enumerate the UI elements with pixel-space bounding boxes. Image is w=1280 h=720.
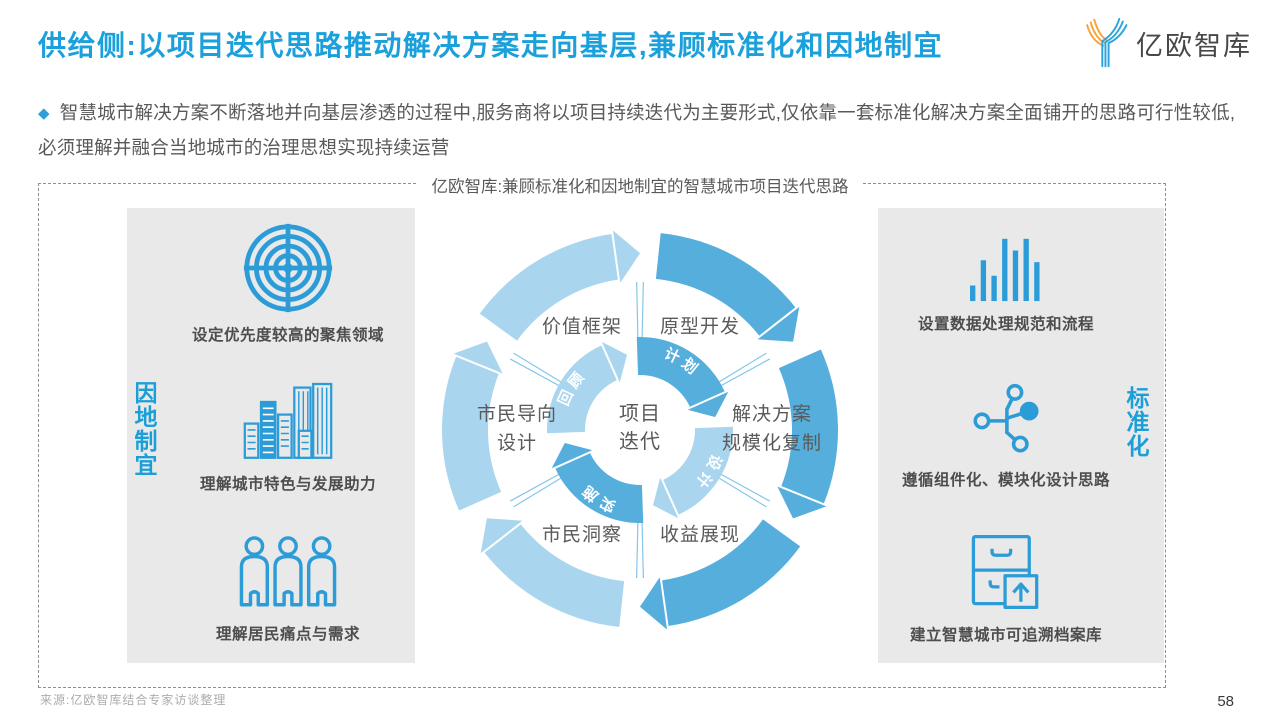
archive-cabinet-icon bbox=[966, 530, 1046, 614]
eo-logo-text: 亿欧智库 bbox=[1136, 30, 1252, 61]
panel-item-label: 建立智慧城市可追溯档案库 bbox=[909, 626, 1102, 644]
stage-label-prototype: 原型开发 bbox=[659, 316, 741, 338]
stage-label-solution-replication: 解决方案 规模化复制 bbox=[721, 404, 823, 454]
panel-item-label: 设置数据处理规范和流程 bbox=[917, 316, 1094, 334]
intro-paragraph: ◆智慧城市解决方案不断落地并向基层渗透的过程中,服务商将以项目持续迭代为主要形式… bbox=[38, 96, 1246, 164]
panel-item-label: 设定优先度较高的聚焦领域 bbox=[191, 327, 384, 345]
people-group-icon bbox=[238, 531, 338, 613]
network-nodes-icon bbox=[965, 381, 1047, 459]
cycle-outer-arrowhead bbox=[448, 339, 507, 378]
panel-item: 建立智慧城市可追溯档案库 bbox=[878, 511, 1134, 663]
vertical-label-standardization: 标准化 bbox=[1123, 386, 1149, 458]
cycle-outer-arc bbox=[479, 233, 619, 341]
cycle-inner-arrowhead bbox=[681, 387, 733, 420]
stage-label-citizen-insight: 市民洞察 bbox=[541, 524, 623, 546]
panel-item: 遵循组件化、模块化设计思路 bbox=[878, 360, 1134, 512]
intro-text: 智慧城市解决方案不断落地并向基层渗透的过程中,服务商将以项目持续迭代为主要形式,… bbox=[38, 102, 1236, 158]
page-title: 供给侧:以项目迭代思路推动解决方案走向基层,兼顾标准化和因地制宜 bbox=[38, 30, 944, 61]
cycle-outer-arc bbox=[778, 349, 838, 505]
cycle-outer-arc bbox=[655, 233, 797, 337]
cycle-outer-arrowhead bbox=[477, 516, 528, 558]
cycle-inner-arrowhead bbox=[597, 337, 630, 389]
stage-label-citizen-oriented-design: 市民导向 设计 bbox=[476, 404, 558, 454]
panel-item: 理解城市特色与发展助力 bbox=[161, 360, 415, 512]
source-note: 来源:亿欧智库结合专家访谈整理 bbox=[40, 693, 227, 707]
cycle-outer-arrowhead bbox=[773, 482, 832, 521]
bar-chart-icon bbox=[968, 233, 1044, 303]
diamond-icon: ◆ bbox=[38, 105, 50, 122]
cycle-outer-arrowhead bbox=[610, 225, 643, 289]
panel-item-label: 理解城市特色与发展助力 bbox=[199, 476, 376, 493]
figure-caption: 亿欧智库:兼顾标准化和因地制宜的智慧城市项目迭代思路 bbox=[417, 173, 863, 197]
panel-item-label: 理解居民痛点与需求 bbox=[215, 625, 360, 643]
cycle-inner-arc bbox=[555, 452, 644, 523]
right-panel: 设置数据处理规范和流程 遵循组件化、模块化设计思路 bbox=[878, 208, 1164, 663]
vertical-label-local-adaptation: 因地制宜 bbox=[131, 381, 157, 477]
panel-item: 设置数据处理规范和流程 bbox=[878, 208, 1134, 360]
cycle-center-disc bbox=[588, 378, 692, 482]
cycle-inner-arrowhead bbox=[547, 440, 599, 473]
stage-label-value-framework: 价值框架 bbox=[541, 316, 623, 338]
cycle-inner-arc bbox=[662, 426, 733, 515]
cycle-inner-arrowhead bbox=[650, 471, 683, 523]
cycle-outer-arc bbox=[483, 523, 625, 627]
cycle-outer-arc bbox=[442, 355, 502, 511]
city-buildings-icon bbox=[243, 377, 333, 463]
panel-item-label: 遵循组件化、模块化设计思路 bbox=[901, 472, 1110, 489]
eo-logo: 亿欧智库 bbox=[1080, 16, 1252, 70]
panel-item: 设定优先度较高的聚焦领域 bbox=[161, 208, 415, 360]
cycle-outer-arrowhead bbox=[637, 571, 670, 635]
cycle-inner-arc bbox=[636, 337, 725, 408]
cycle-outer-arc bbox=[661, 519, 801, 627]
page-number: 58 bbox=[1217, 693, 1234, 710]
cycle-inner-arc bbox=[547, 345, 618, 434]
eo-logo-mark-icon bbox=[1080, 16, 1130, 70]
left-panel: 设定优先度较高的聚焦领域 理解城市特色与 bbox=[127, 208, 415, 663]
panel-item: 理解居民痛点与需求 bbox=[161, 511, 415, 663]
figure-frame: 亿欧智库:兼顾标准化和因地制宜的智慧城市项目迭代思路 bbox=[38, 173, 1166, 688]
target-icon bbox=[242, 222, 334, 314]
stage-label-benefit-display: 收益展现 bbox=[659, 524, 741, 546]
cycle-outer-arrowhead bbox=[752, 302, 803, 344]
cycle-center-label: 项目 迭代 bbox=[619, 403, 661, 453]
